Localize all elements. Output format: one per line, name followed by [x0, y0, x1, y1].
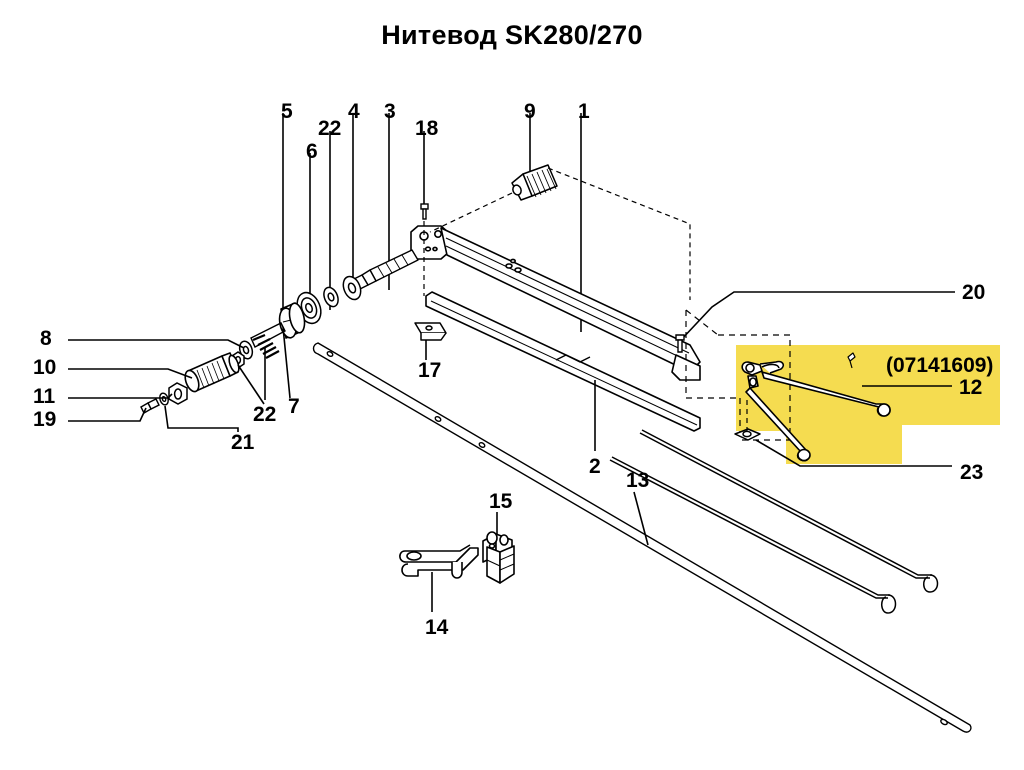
- leader-20: [679, 291, 955, 342]
- callout-1: 1: [578, 100, 590, 123]
- callout-18: 18: [415, 117, 439, 140]
- callout-6: 6: [306, 140, 318, 163]
- callout-20: 20: [962, 281, 986, 304]
- callout-13: 13: [626, 469, 650, 492]
- screw-18: [420, 203, 429, 220]
- leader-7b: [282, 326, 291, 399]
- spring-7: [250, 322, 286, 359]
- callout-10: 10: [33, 356, 57, 379]
- secondary-rail: [425, 291, 701, 432]
- page-title: Нитевод SK280/270: [381, 20, 643, 50]
- washer-23: [734, 428, 761, 441]
- nut-11: [168, 382, 188, 405]
- callout-22-bottom: 22: [253, 403, 277, 426]
- callout-22-top: 22: [318, 117, 342, 140]
- assembly-dash-9: [429, 192, 513, 233]
- callout-7: 7: [288, 395, 300, 418]
- washer-4: [342, 275, 362, 301]
- callout-8: 8: [40, 327, 52, 350]
- linkage-part-12: [741, 352, 891, 462]
- washer-21: [159, 392, 169, 406]
- callout-12: 12: [959, 376, 983, 399]
- screw-20: [675, 334, 685, 353]
- threaded-shaft-3: [349, 249, 419, 292]
- part-number-label: (07141609): [886, 354, 994, 377]
- plate-17: [414, 322, 447, 341]
- callout-leaders-left: [68, 339, 265, 432]
- bent-wire-rod-lower: [609, 456, 897, 614]
- callout-4: 4: [348, 100, 360, 123]
- callout-23: 23: [960, 461, 984, 484]
- long-rod-13: [312, 342, 972, 733]
- callout-14: 14: [425, 616, 449, 639]
- assembly-dash-9b: [547, 167, 691, 300]
- callout-19: 19: [33, 408, 57, 431]
- bent-wire-rod-upper: [639, 429, 939, 593]
- screw-19: [140, 398, 160, 414]
- washer-22-top: [323, 286, 339, 308]
- callout-2: 2: [589, 455, 601, 478]
- callout-15: 15: [489, 490, 513, 513]
- leader-23: [755, 439, 952, 467]
- callout-11: 11: [33, 385, 56, 408]
- callout-9: 9: [524, 100, 536, 123]
- callout-21: 21: [231, 431, 255, 454]
- callout-leaders-center: [431, 380, 649, 612]
- callout-3: 3: [384, 100, 396, 123]
- callout-5: 5: [281, 100, 293, 123]
- assembly-dash-right: [685, 309, 791, 441]
- knurled-body-10: [184, 352, 240, 393]
- main-rail-arm: [410, 225, 701, 381]
- callout-leaders-top: [282, 113, 582, 332]
- bracket-14: [399, 544, 479, 579]
- knob-9: [511, 164, 558, 201]
- pulley-block-15: [482, 531, 515, 584]
- callout-17: 17: [418, 359, 442, 382]
